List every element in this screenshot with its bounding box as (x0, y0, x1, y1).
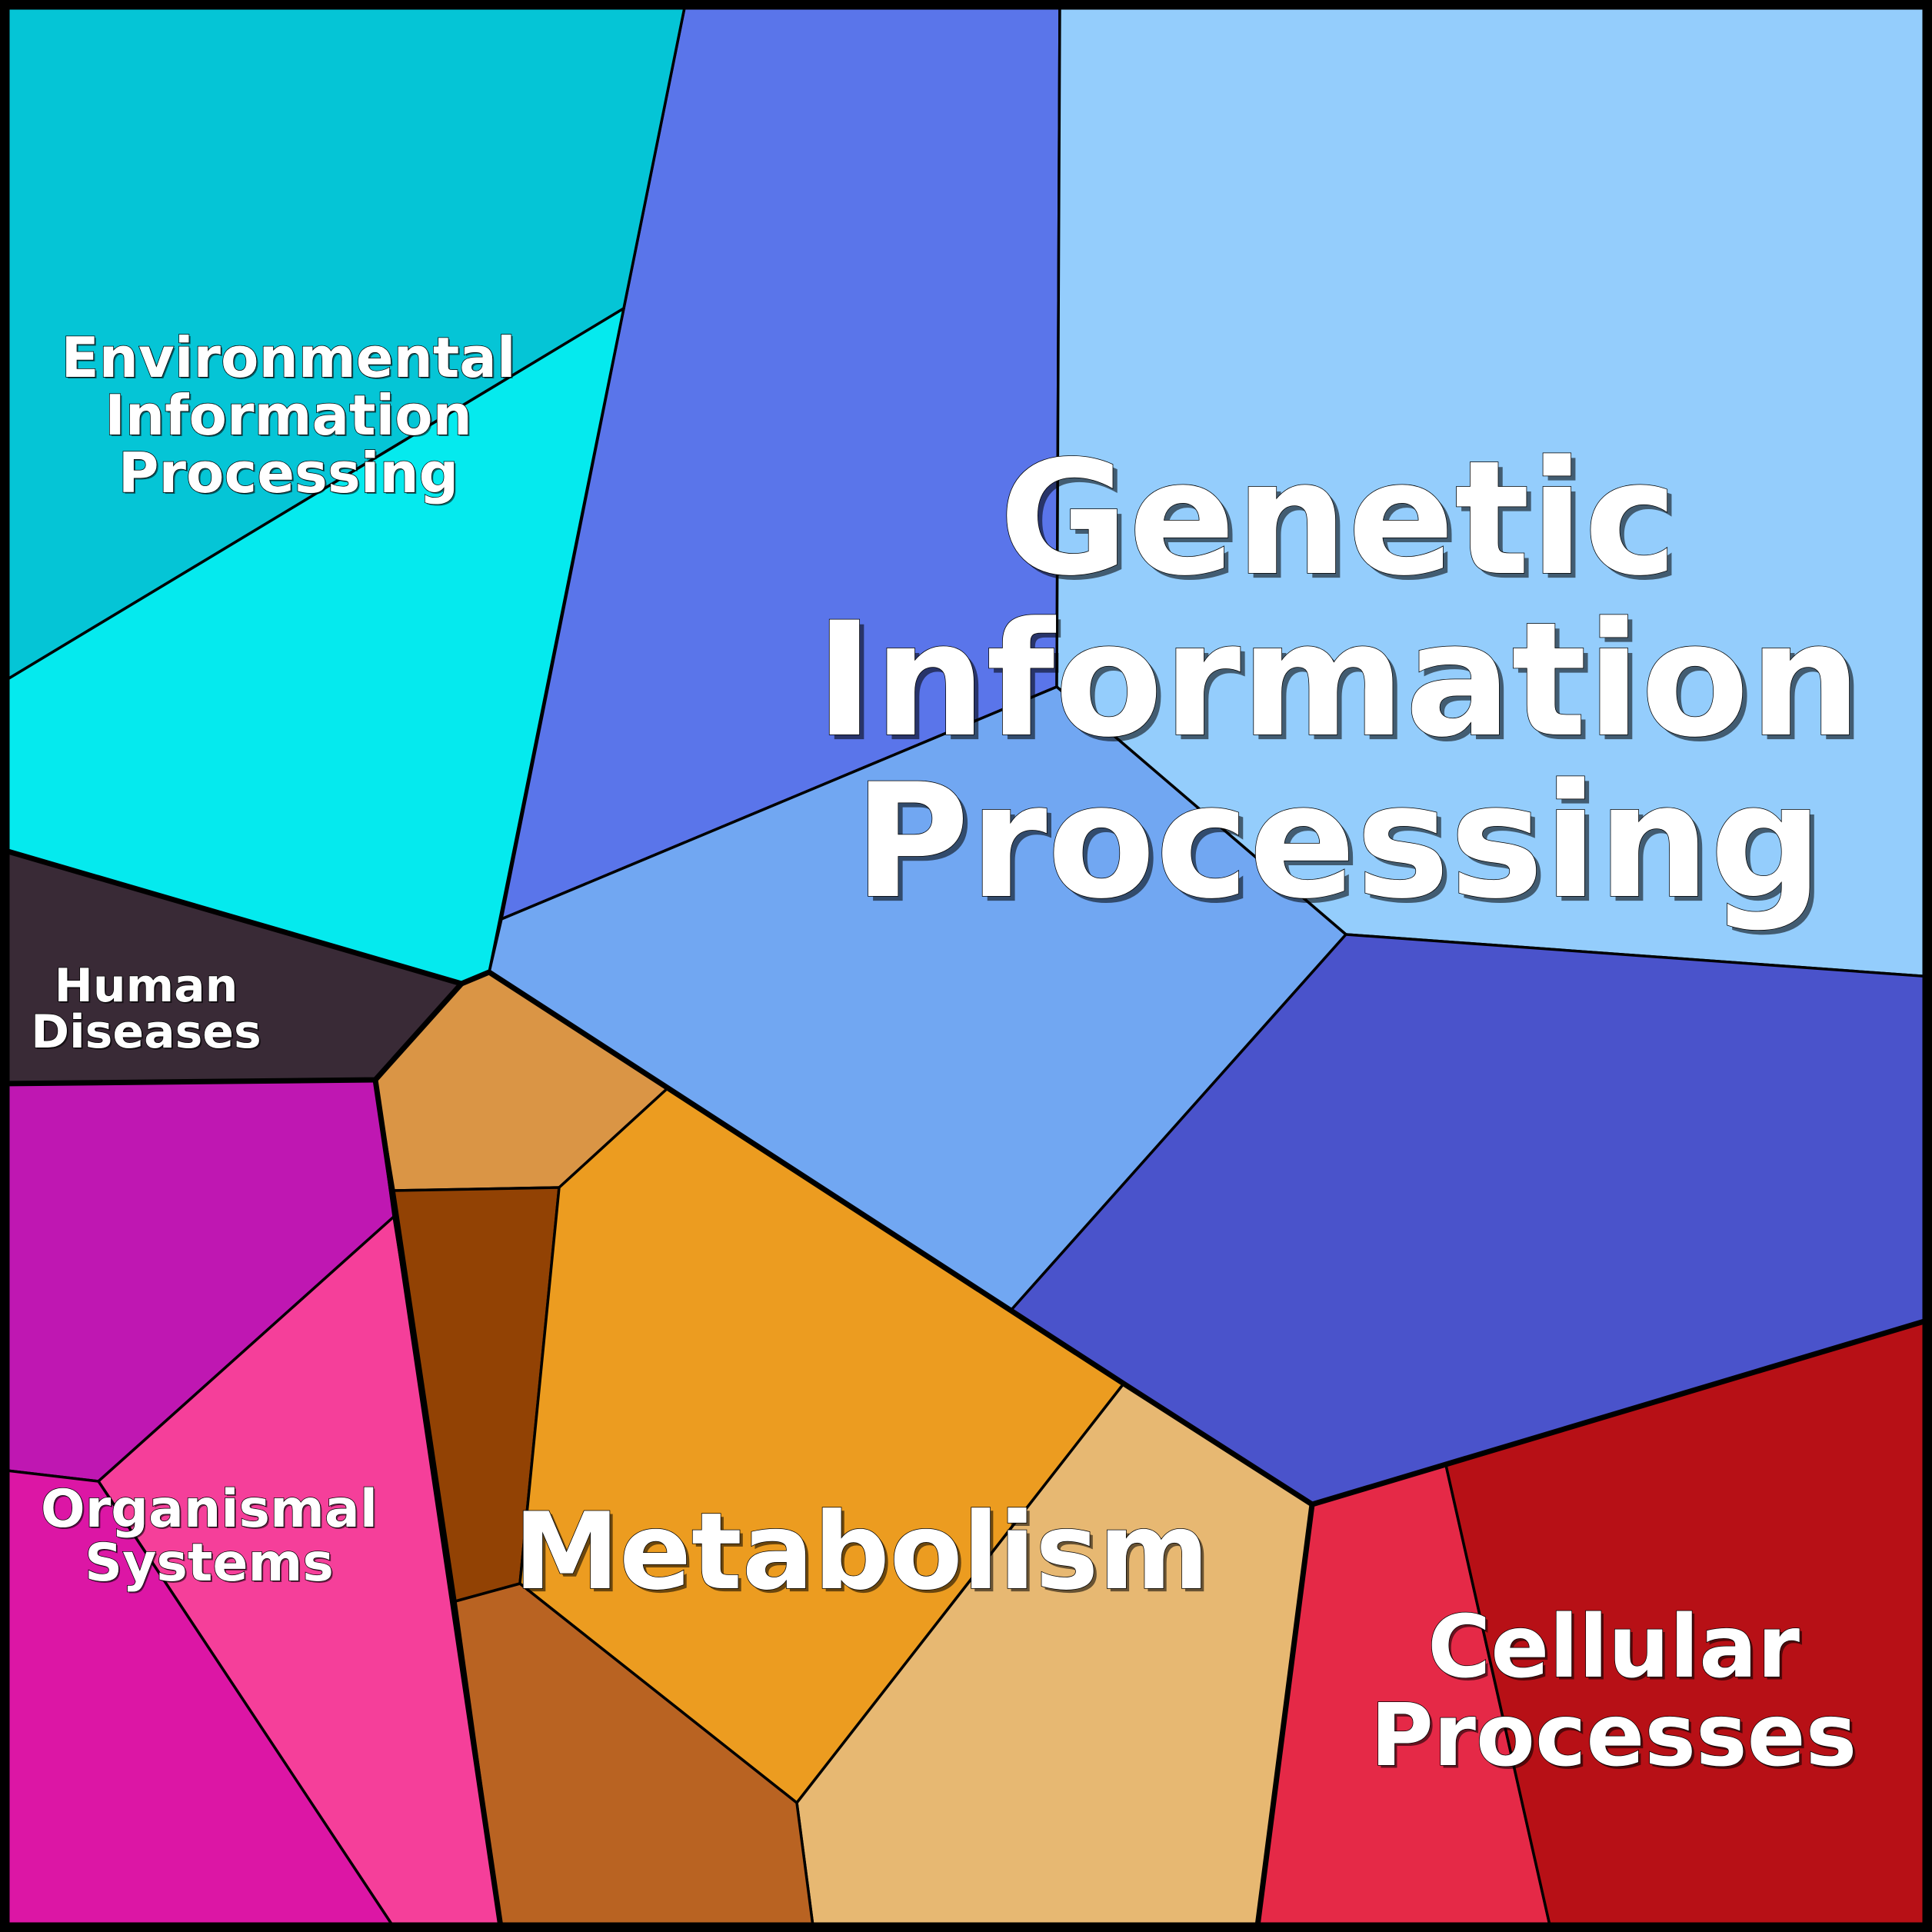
label-genetic: GeneticGeneticInformationInformationProc… (814, 427, 1866, 938)
label-shadow-metabolism-line-1: Metabolism (517, 1493, 1212, 1617)
label-organismal-line-2: Systems (85, 1533, 334, 1594)
label-shadow-organismal-line-1: Organismal (42, 1481, 379, 1541)
label-shadow-cellular-line-2: Processes (1373, 1688, 1860, 1788)
label-shadow-environmental-line-3: Processing (120, 442, 460, 507)
labels-layer: GeneticGeneticInformationInformationProc… (31, 325, 1867, 1788)
label-cellular-line-1: Cellular (1427, 1597, 1800, 1697)
label-shadow-human-diseases-line-1: Human (56, 961, 240, 1014)
label-shadow-environmental-line-1: Environmental (63, 327, 518, 391)
label-shadow-genetic-line-2: Information (820, 594, 1866, 777)
label-shadow-genetic-line-3: Processing (858, 755, 1827, 938)
label-shadow-genetic-line-1: Genetic (1004, 432, 1682, 615)
label-environmental: EnvironmentalEnvironmentalInformationInf… (61, 325, 518, 507)
group-cellular (1255, 1317, 1932, 1932)
label-human-diseases-line-2: Diseases (31, 1005, 261, 1059)
group-border-4 (486, 969, 1315, 1507)
label-metabolism-line-1: Metabolism (514, 1490, 1209, 1614)
label-shadow-human-diseases-line-2: Diseases (32, 1007, 262, 1061)
group-organismal (0, 1078, 503, 1932)
label-human-diseases-line-1: Human (55, 959, 238, 1013)
cell-os-magenta (0, 1468, 398, 1932)
group-environmental (0, 0, 688, 985)
label-environmental-line-3: Processing (118, 441, 458, 505)
group-border-3 (372, 1077, 505, 1932)
group-borders-layer (0, 846, 1932, 1932)
group-border-5 (1309, 1316, 1932, 1507)
label-environmental-line-1: Environmental (61, 325, 515, 390)
label-genetic-line-3: Processing (854, 751, 1823, 934)
label-shadow-environmental-line-2: Information (106, 385, 474, 449)
label-genetic-line-2: Information (815, 589, 1861, 772)
label-cellular-line-2: Processes (1371, 1686, 1857, 1786)
label-organismal-line-1: Organismal (41, 1479, 378, 1540)
label-shadow-cellular-line-1: Cellular (1430, 1600, 1802, 1700)
label-shadow-organismal-line-2: Systems (86, 1534, 335, 1595)
label-environmental-line-2: Information (105, 383, 472, 448)
group-border-6 (1254, 1501, 1315, 1932)
group-genetic (488, 0, 1932, 1506)
label-genetic-line-1: Genetic (999, 428, 1677, 611)
